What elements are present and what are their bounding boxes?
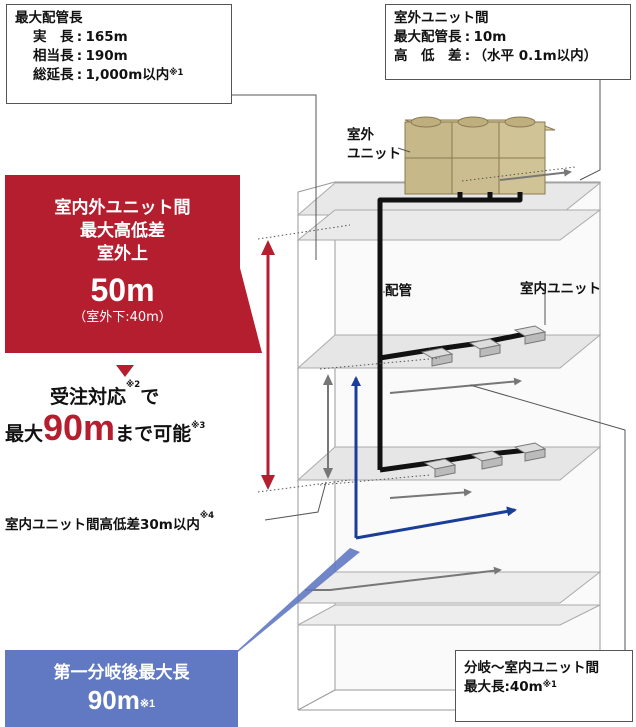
red-box-line3: 室外上 — [97, 244, 148, 264]
row-value: 165m — [85, 29, 128, 45]
footnote-mark: ※2 — [126, 380, 141, 390]
row-value: 1,000m以内 — [85, 67, 170, 83]
blue-box-line1: 第一分岐後最大長 — [53, 663, 190, 683]
label-outdoor-unit-line2: ユニット — [347, 146, 401, 162]
callout-max-piping: 最大配管長 実 長:165m 相当長:190m 総延長:1,000m以内※1 — [6, 4, 232, 104]
row-label: 総延長 — [33, 67, 74, 83]
max-piping-row-equivalent: 相当長:190m — [33, 48, 128, 64]
leader-indoor-height — [264, 481, 327, 521]
callout-branch-title: 分岐～室内ユニット間 — [464, 660, 599, 676]
red-box-line2: 最大高低差 — [80, 221, 165, 241]
callout-max-piping-title: 最大配管長 — [15, 10, 83, 26]
callout-outdoor-units-title: 室外ユニット間 — [394, 10, 489, 26]
row-label: 実 長 — [33, 29, 74, 45]
down-triangle-icon — [116, 365, 134, 377]
gray-indoor-height-arrow — [323, 374, 333, 479]
red-height-arrow — [261, 240, 275, 490]
order-text: 受注対応 — [50, 386, 127, 408]
label-indoor-unit: 室内ユニット — [520, 281, 601, 297]
indoor-units — [420, 325, 547, 478]
outdoor-units-row-height: 高 低 差:（水平 0.1m以内） — [394, 48, 598, 64]
order-tail: まで可能 — [115, 423, 192, 445]
indoor-unit-3c — [513, 325, 547, 345]
order-tail: で — [140, 386, 160, 408]
indoor-unit-2b — [470, 450, 504, 470]
callout-branch-value-line: 最大長:40m※1 — [464, 678, 624, 697]
leader-max-piping — [232, 94, 317, 260]
red-box-line1: 室内外ユニット間 — [54, 198, 191, 218]
indoor-unit-3b — [468, 338, 502, 358]
label-piping: 配管 — [385, 283, 412, 299]
callout-branch-to-indoor: 分岐～室内ユニット間 最大長:40m※1 — [455, 650, 633, 722]
label-outdoor-unit-line1: 室外 — [347, 127, 374, 143]
outdoor-units-row-length: 最大配管長:10m — [394, 29, 507, 45]
floor-slab-top — [296, 209, 602, 241]
red-box-value: 50m — [90, 272, 155, 308]
footnote-mark: ※4 — [199, 511, 215, 521]
row-value: 190m — [85, 48, 128, 64]
leader-lines — [232, 80, 626, 650]
indoor-height-note: 室内ユニット間高低差30m以内※4 — [5, 511, 215, 533]
order-prefix: 最大 — [5, 423, 44, 445]
blue-box-value-line: 90m※1 — [5, 684, 238, 716]
order-value: 90m — [43, 407, 116, 448]
outdoor-units-shape — [404, 116, 556, 195]
dotted-reference-lines — [257, 166, 576, 493]
footnote-mark: ※3 — [191, 421, 206, 431]
max-piping-row-actual: 実 長:165m — [33, 29, 128, 45]
blue-box-connector — [238, 548, 360, 652]
red-max-height-box: 室内外ユニット間 最大高低差 室外上 50m （室外下:40m） — [5, 175, 240, 353]
row-value: 10m — [473, 29, 507, 45]
indoor-unit-2c — [513, 442, 547, 462]
row-label: 相当長 — [33, 48, 74, 64]
arrow-outdoor-spacing — [499, 168, 572, 181]
indoor-unit-3a — [420, 347, 454, 367]
leader-outdoor-unit — [397, 147, 411, 153]
indoor-height-text: 室内ユニット間高低差30m以内 — [5, 517, 200, 533]
red-box-connector — [240, 268, 262, 353]
order-note-line2: 最大90mまで可能※3 — [5, 408, 205, 454]
building-frame — [297, 181, 601, 711]
label-outdoor-unit: 室外 ユニット — [347, 126, 401, 164]
blue-first-branch-arrow — [351, 376, 517, 540]
leader-branch — [469, 384, 626, 650]
footnote-mark: ※1 — [169, 68, 184, 78]
gray-arrows — [305, 168, 572, 591]
arrow-branch-to-indoor — [389, 377, 522, 394]
row-value: （水平 0.1m以内） — [473, 48, 598, 64]
row-label: 高 低 差 — [394, 48, 462, 64]
arrow-branch-lower — [389, 488, 472, 499]
indoor-unit-2a — [423, 458, 457, 478]
row-label: 最大配管長 — [394, 29, 462, 45]
max-piping-row-total: 総延長:1,000m以内※1 — [15, 66, 223, 85]
leader-outdoor-units — [579, 80, 601, 181]
blue-first-branch-box: 第一分岐後最大長 90m※1 — [5, 650, 238, 727]
footnote-mark: ※1 — [139, 698, 156, 710]
footnote-mark: ※1 — [542, 680, 557, 690]
callout-outdoor-units: 室外ユニット間 最大配管長:10m 高 低 差:（水平 0.1m以内） — [385, 4, 631, 80]
floor-slab-0 — [297, 604, 601, 626]
red-box-sub: （室外下:40m） — [73, 310, 172, 325]
order-note-line1: 受注対応※2で — [50, 380, 160, 409]
blue-box-value: 90m — [87, 685, 140, 715]
callout-branch-value: 最大長:40m — [464, 679, 543, 695]
